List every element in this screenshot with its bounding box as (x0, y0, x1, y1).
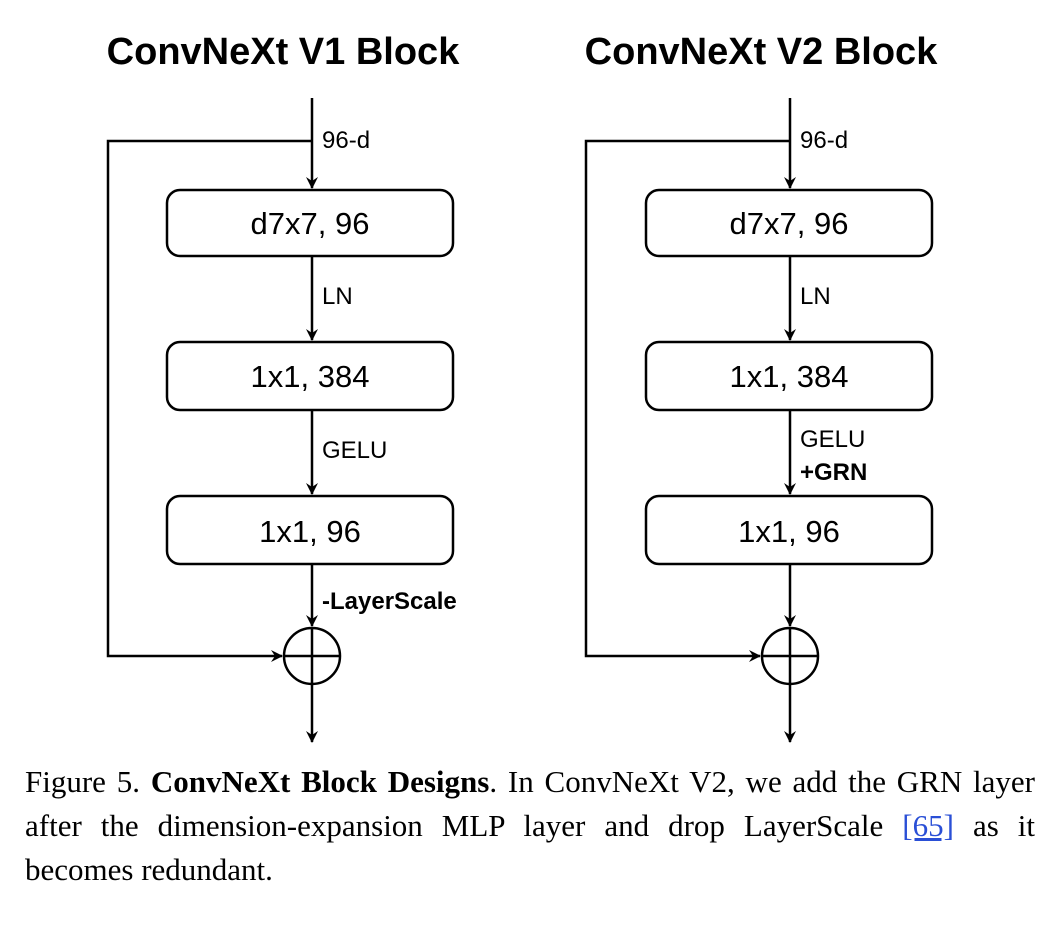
v1-layer-box-1 (165, 188, 455, 258)
v1-layer-box-3 (165, 494, 455, 566)
v2-gelu-label: GELU (800, 426, 865, 453)
caption-text-b: as it becomes redundant. (25, 808, 1035, 887)
v1-layer-box-2 (165, 340, 455, 412)
v2-layer-label-3: 1x1, 96 (738, 514, 840, 549)
citation-link[interactable]: [65] (902, 808, 954, 843)
caption-prefix: Figure 5. (25, 764, 151, 799)
v2-input-label: 96-d (800, 127, 848, 154)
caption-text-a: . In ConvNeXt V2, we add the GRN layer a… (25, 764, 1035, 843)
v2-annotation: +GRN (800, 459, 867, 486)
v2-layer-label-2: 1x1, 384 (730, 359, 849, 394)
v1-residual-connection (106, 139, 312, 662)
v1-block: ConvNeXt V1 Block 96-d d7x7, 96 LN 1x1, … (106, 31, 461, 743)
v1-layer-label-2: 1x1, 384 (251, 359, 370, 394)
v2-title: ConvNeXt V2 Block (585, 31, 939, 73)
v1-sum-node-icon (282, 626, 342, 686)
convnext-block-diagram: ConvNeXt V1 Block 96-d d7x7, 96 LN 1x1, … (106, 31, 939, 743)
v1-input-label: 96-d (322, 127, 370, 154)
v2-layer-label-1: d7x7, 96 (730, 206, 849, 241)
figure-caption: Figure 5. ConvNeXt Block Designs. In Con… (25, 760, 1035, 892)
v2-block: ConvNeXt V2 Block 96-d d7x7, 96 LN 1x1, … (584, 31, 939, 743)
v1-ln-label: LN (322, 283, 353, 310)
v1-layer-label-1: d7x7, 96 (251, 206, 370, 241)
v1-title: ConvNeXt V1 Block (107, 31, 461, 73)
caption-bold-title: ConvNeXt Block Designs (150, 764, 490, 799)
v2-residual-connection (584, 139, 790, 662)
v2-sum-node-icon (760, 626, 820, 686)
v1-layer-label-3: 1x1, 96 (259, 514, 361, 549)
v1-annotation: -LayerScale (322, 588, 457, 615)
v2-ln-label: LN (800, 283, 831, 310)
v1-gelu-label: GELU (322, 437, 387, 464)
